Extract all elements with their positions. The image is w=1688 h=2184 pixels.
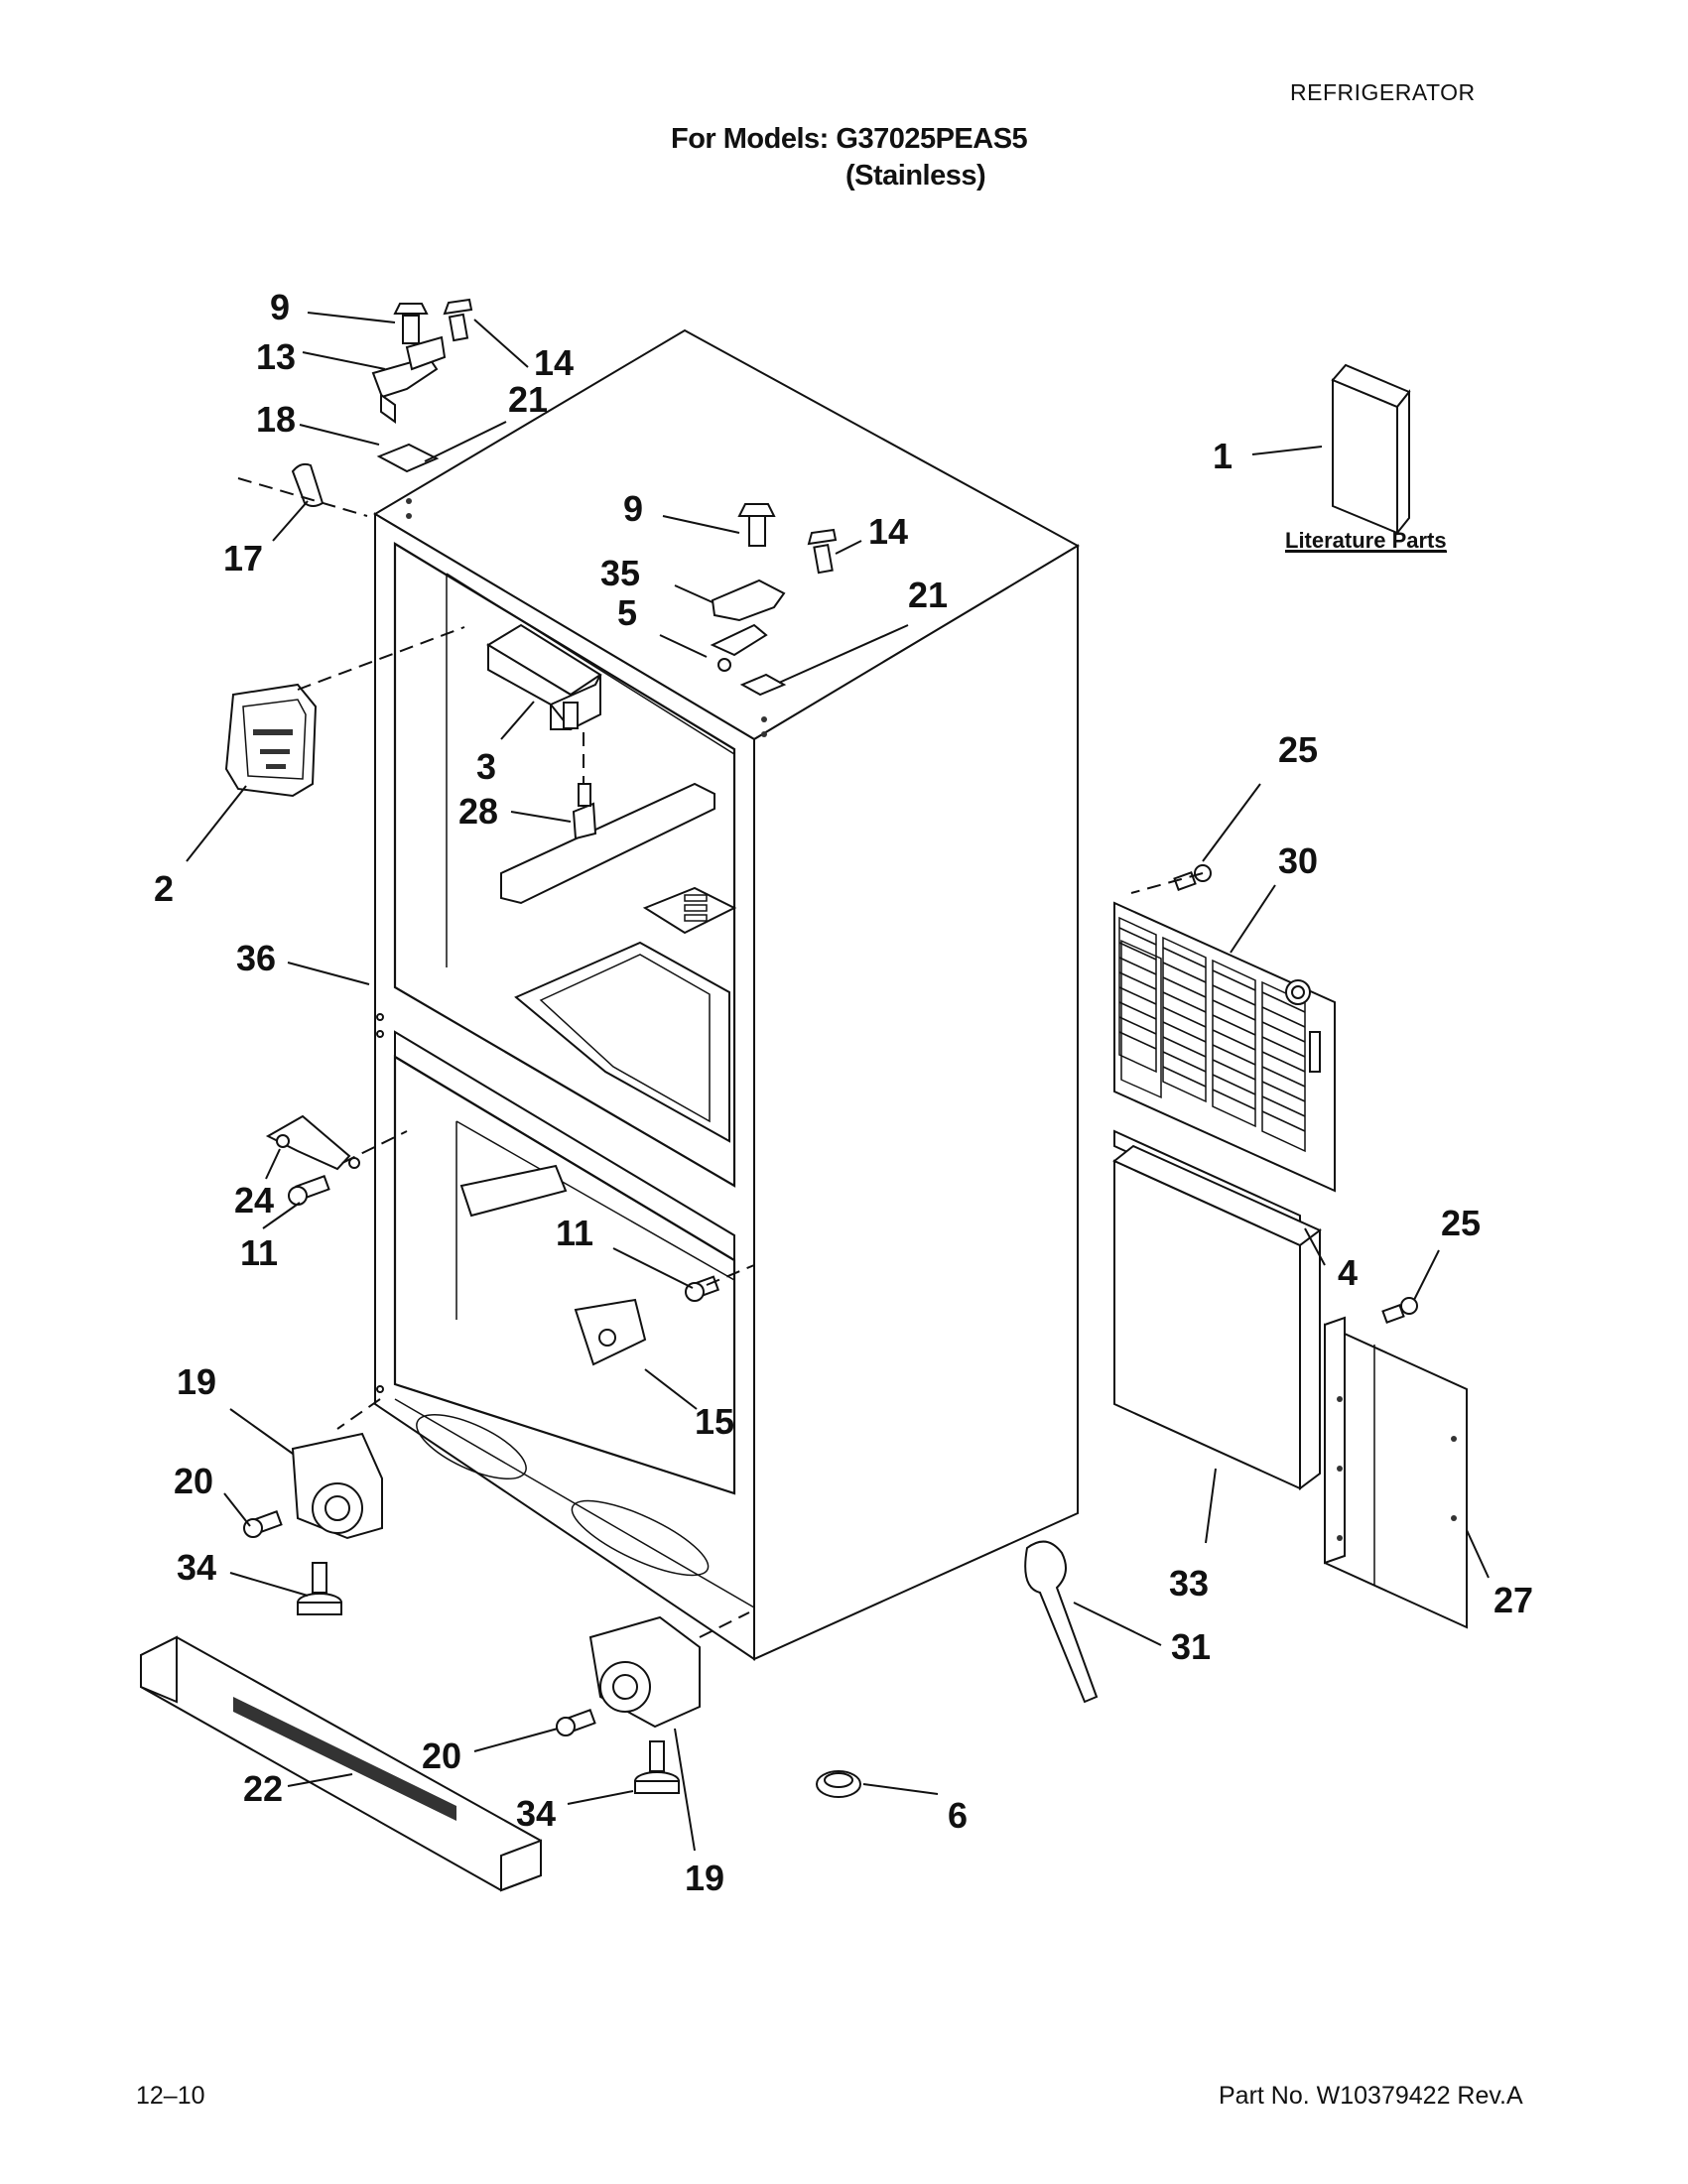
callout-9: 9: [623, 488, 643, 529]
upper-right-hinge-assembly: [710, 503, 838, 737]
callout-36: 36: [236, 938, 276, 978]
callout-31: 31: [1171, 1626, 1211, 1667]
callout-2: 2: [154, 868, 174, 909]
callout-18: 18: [256, 399, 296, 440]
callout-33: 33: [1169, 1563, 1209, 1604]
screw-25-upper: [1173, 864, 1212, 891]
callout-14: 14: [534, 342, 574, 383]
callout-4: 4: [1338, 1252, 1358, 1293]
callout-27: 27: [1493, 1580, 1533, 1620]
callout-28: 28: [458, 791, 498, 832]
control-housing: [486, 623, 602, 840]
category-label: REFRIGERATOR: [1290, 79, 1476, 105]
callout-11: 11: [556, 1213, 593, 1253]
upper-left-hinge-assembly: [291, 298, 473, 519]
seal-ring: [816, 1770, 861, 1798]
callout-20: 20: [422, 1735, 461, 1776]
callout-5: 5: [617, 592, 637, 633]
front-roller-left: [243, 1432, 383, 1615]
callout-22: 22: [243, 1768, 283, 1809]
callout-19: 19: [177, 1361, 216, 1402]
callout-34: 34: [516, 1793, 556, 1834]
leader-lines: [186, 312, 1490, 1852]
finish-subtitle: (Stainless): [845, 160, 986, 192]
callout-25: 25: [1441, 1203, 1481, 1243]
callout-1: 1: [1213, 436, 1233, 476]
rear-access-panel: [1113, 901, 1336, 1193]
lower-hinge-center: [574, 1275, 720, 1366]
callout-13: 13: [256, 336, 296, 377]
models-title: For Models: G37025PEAS5: [671, 123, 1028, 155]
cabinet-body: [373, 328, 1081, 1661]
callout-25: 25: [1278, 729, 1318, 770]
callout-21: 21: [508, 379, 548, 420]
callout-21: 21: [908, 575, 948, 615]
literature-parts-icon: [1331, 363, 1411, 536]
callout-19: 19: [685, 1858, 724, 1898]
callout-35: 35: [600, 553, 640, 593]
part-number: Part No. W10379422 Rev.A: [1219, 2082, 1523, 2110]
callout-24: 24: [234, 1180, 274, 1220]
callout-11: 11: [240, 1232, 278, 1273]
assembly-guides: [237, 477, 1204, 1638]
callout-20: 20: [174, 1461, 213, 1501]
front-roller-right: [556, 1615, 701, 1794]
callout-6: 6: [948, 1795, 968, 1836]
base-grille: [140, 1635, 542, 1892]
screw-25-lower: [1381, 1297, 1418, 1324]
callout-15: 15: [695, 1401, 734, 1442]
callout-34: 34: [177, 1547, 216, 1588]
control-badge: [224, 683, 318, 798]
callout-14: 14: [868, 511, 908, 552]
drain-handle: [1024, 1540, 1099, 1704]
callout-labels: 9 13 14 18 21 17 1 9 14 35 21 5 3 28 2 2…: [154, 287, 1533, 1898]
date-code: 12–10: [136, 2082, 205, 2110]
callout-30: 30: [1278, 840, 1318, 881]
back-cover: [1324, 1316, 1468, 1629]
insulation-panel: [1112, 1144, 1322, 1490]
callout-17: 17: [223, 538, 263, 578]
callout-9: 9: [270, 287, 290, 327]
callout-3: 3: [476, 746, 496, 787]
literature-parts-label: Literature Parts: [1285, 528, 1447, 553]
